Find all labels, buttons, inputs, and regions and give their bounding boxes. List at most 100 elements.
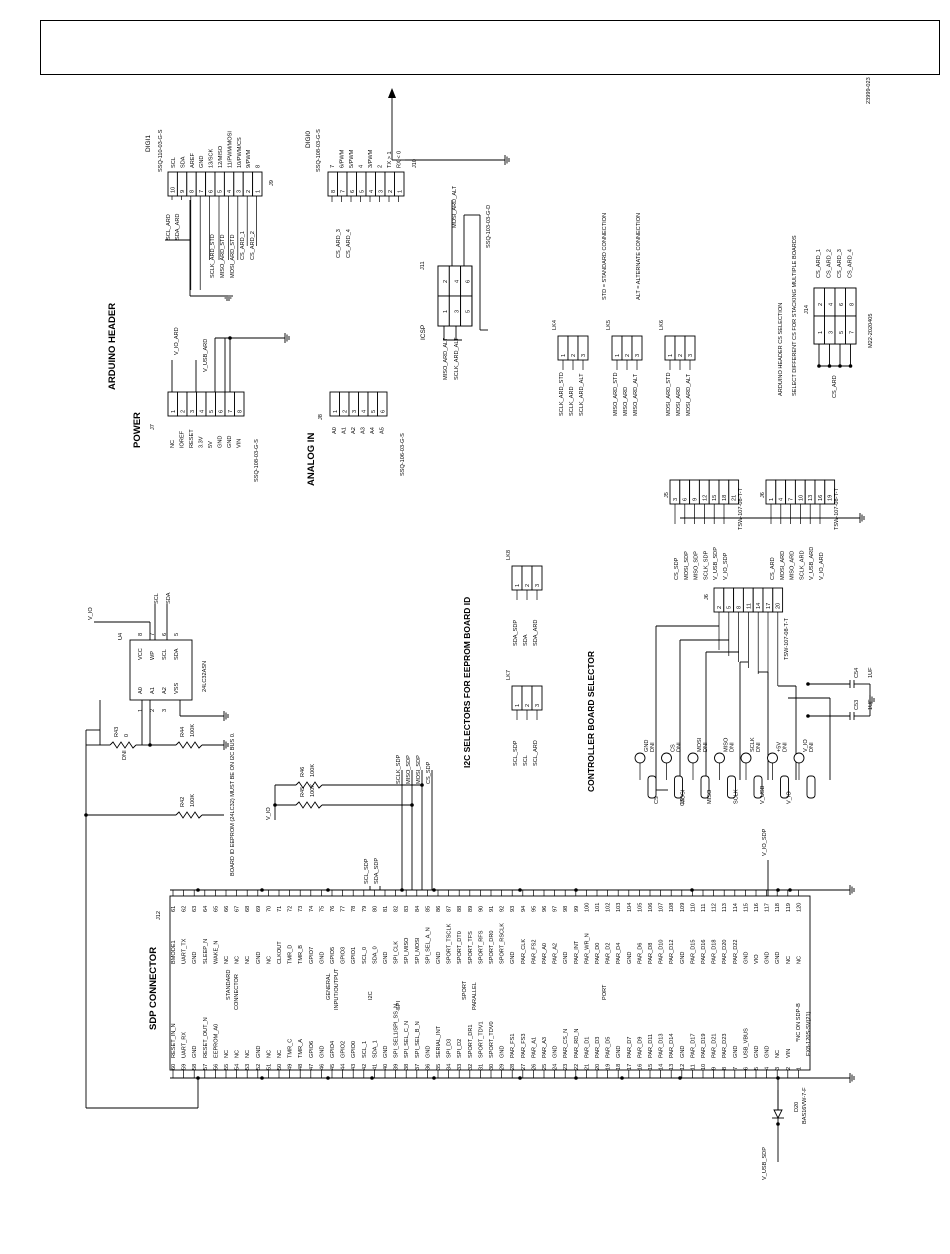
sdp-pin-name: PAR_CLK <box>521 939 527 964</box>
sdp-pin-name: NC <box>224 956 230 964</box>
r44-zigzag <box>175 741 203 749</box>
i2c-net: SDA_SDP <box>374 858 380 884</box>
junction-dot <box>678 1076 682 1080</box>
sdp-pin-number: 46 <box>319 1064 325 1070</box>
sdp-pin-name: TMR_B <box>298 945 304 964</box>
sdp-pin-number: 55 <box>224 1064 230 1070</box>
sdp-pin-number: 65 <box>213 906 219 912</box>
arrow-up-icon <box>388 88 396 98</box>
testpoint-dni: DNI <box>809 742 815 752</box>
lk5-pin-number: 3 <box>635 354 641 357</box>
power-pin-number: 2 <box>180 410 186 413</box>
lk7-pin-number: 1 <box>515 704 521 707</box>
j5-net: MOSI_SDP <box>684 551 690 580</box>
testpoint-dni: DNI <box>730 742 736 752</box>
sdp-pin-name: SPI_MOSI <box>415 937 421 964</box>
u4-pin-number: 1 <box>138 709 144 712</box>
sdp-pin-number: 8 <box>722 1067 728 1070</box>
sdp-pin-number: 26 <box>531 1064 537 1070</box>
sdp-pin-name: NC <box>266 1050 272 1058</box>
testpoint-label: V_IO <box>803 739 809 752</box>
digi0-title: DIGI0 <box>305 131 312 148</box>
note-cs-selection: ARDUINO HEADER CS SELECTION <box>778 303 784 396</box>
junction-dot <box>788 888 792 892</box>
testpoint-dni: DNI <box>703 742 709 752</box>
sdp-pin-name: PAR_D13 <box>659 1034 665 1058</box>
testpoint-dni: DNI <box>756 742 762 752</box>
sdp-pin-name: GND <box>680 1046 686 1058</box>
sdp-pin-name: PAR_D11 <box>648 1034 654 1058</box>
analog-ref: J8 <box>318 414 324 420</box>
j6-pin-number: 13 <box>808 495 814 501</box>
sdp-pin-number: 111 <box>701 903 707 912</box>
power-pin-name: 5V <box>208 441 214 448</box>
icsp-pin-number: 2 <box>443 280 449 283</box>
r46-zigzag <box>295 781 323 789</box>
sdp-pin-name: PAR_D1 <box>584 1037 590 1058</box>
sdp-pin-name: RESET_IN_N <box>171 1023 177 1058</box>
sdp-pin-number: 106 <box>648 903 654 912</box>
analog-pin-name: A2 <box>351 427 357 434</box>
sdp-pin-name: EEPROM_A0 <box>213 1024 219 1058</box>
sdp-pin-number: 11 <box>690 1064 696 1070</box>
u4-pin-name: SCL <box>162 649 168 660</box>
sdp-pin-number: 76 <box>330 906 336 912</box>
sdp-pin-number: 22 <box>574 1064 580 1070</box>
digi1-part: SSQ-110-03-G-S <box>158 129 164 172</box>
sdp-pin-name: NC <box>266 956 272 964</box>
j5-part: TSW-107-08-T-T <box>738 488 744 530</box>
c54-ref: C54 <box>854 668 860 678</box>
testpoint-icon <box>687 752 699 764</box>
lk5-net: MISO_ARD_STD <box>613 372 619 416</box>
sdp-pin-name: PAR_D10 <box>659 940 665 964</box>
sdp-pin-number: 72 <box>288 906 294 912</box>
sdp-pin-number: 29 <box>500 1064 506 1070</box>
digi0-pin-name: 3/PWM <box>368 149 374 168</box>
sdp-pin-name: GND <box>319 952 325 964</box>
sdp-pin-number: 93 <box>510 906 516 912</box>
sdp-group-label: GENERAL <box>326 973 332 1000</box>
j14-pin <box>813 315 825 345</box>
sdp-pin-name: GPIO3 <box>341 947 347 964</box>
eeprom-supply: V_IO <box>88 607 94 620</box>
testpoint-label: CS <box>671 744 677 752</box>
r43-ref: R43 <box>114 727 120 737</box>
sdp-pin-name: SCL_1 <box>362 1041 368 1058</box>
sdp-group-label: I2C <box>368 991 374 1000</box>
sdp-pin-number: 28 <box>510 1064 516 1070</box>
sdp-pin-name: PAR_D20 <box>722 940 728 964</box>
sdp-pin-name: NC <box>235 956 241 964</box>
sdp-pin-name: SPI_MISO <box>404 937 410 964</box>
sdp-pin-number: 34 <box>447 1064 453 1070</box>
sdp-pin-name: GND <box>743 952 749 964</box>
j14-pin-number: 3 <box>829 331 835 334</box>
sdp-pin-number: 92 <box>500 906 506 912</box>
u4-pin-number: 3 <box>162 709 168 712</box>
sdp-pin-name: GND <box>192 1046 198 1058</box>
u4-ref: U4 <box>118 633 124 640</box>
sdp-part: FX8-120S-SV(21) <box>806 1011 812 1056</box>
j14-pin <box>813 287 825 317</box>
sdp-pin-number: 107 <box>659 903 665 912</box>
spi-net: MISO_SDP <box>406 755 412 784</box>
sdp-pin-name: SPORT_RFS <box>478 930 484 964</box>
lk8-ref: LK8 <box>506 550 512 560</box>
lk8-net: SDA_SDP <box>513 620 519 646</box>
testpoint-dni: DNI <box>677 742 683 752</box>
sdp-pin-number: 40 <box>383 1064 389 1070</box>
j14-net: CS_ARD_4 <box>848 249 854 278</box>
sdp-pin-number: 51 <box>266 1064 272 1070</box>
digi0-pin-name: 7 <box>330 165 336 168</box>
j6b-pin-number: 8 <box>737 606 743 609</box>
sdp-pin-number: 43 <box>351 1064 357 1070</box>
j6b-pin-number: 11 <box>746 603 752 609</box>
lk4-net: SCLK_ARD_ALT <box>579 373 585 416</box>
junction-dot <box>326 1076 330 1080</box>
sdp-pin-name: PAR_RD_N <box>574 1029 580 1058</box>
sdp-pin-number: 48 <box>298 1064 304 1070</box>
icsp-pin-number: 3 <box>454 310 460 313</box>
sdp-pin-number: 56 <box>213 1064 219 1070</box>
net-tag <box>806 775 816 799</box>
lk4-ref: LK4 <box>552 320 558 330</box>
r45-value: 100K <box>310 784 316 797</box>
